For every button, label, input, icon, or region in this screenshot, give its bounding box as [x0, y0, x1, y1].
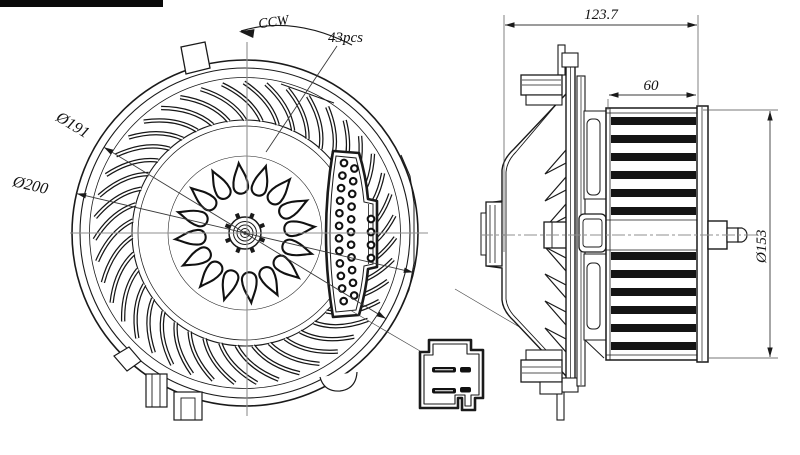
top-mount-tab [180, 41, 211, 75]
dim-motor-diameter-label: Ø153 [754, 230, 770, 264]
side-view: 123.7 60 Ø153 [480, 7, 778, 421]
rotation-label: CCW [257, 13, 290, 32]
dim-200-label: Ø200 [10, 173, 49, 198]
front-dimension-lines [76, 24, 534, 352]
housing-lobe [319, 371, 358, 392]
bottom-bracket [520, 349, 563, 395]
front-view: CCW 43pcs Ø191 Ø200 [10, 13, 534, 421]
blade-profiles [544, 148, 567, 354]
connector-view [418, 338, 485, 412]
connector-outline [418, 338, 485, 412]
motor-end-plate [696, 105, 709, 363]
top-bracket [520, 74, 563, 106]
backplate [556, 44, 579, 421]
redacted-label-bar [0, 0, 163, 7]
side-tab [113, 346, 142, 372]
regulator-block [324, 149, 379, 319]
motor-mount [576, 75, 607, 387]
ccw-rotation-arc [240, 24, 353, 46]
connector-terminals [432, 367, 471, 394]
housing-tabs-and-feet [113, 41, 415, 421]
dim-overall-width-label: 123.7 [584, 7, 619, 23]
front-centerlines [70, 42, 428, 416]
side-dimension-lines [503, 15, 778, 359]
cooling-fins [611, 117, 696, 350]
dim-191-label: Ø191 [52, 108, 92, 141]
mount-foot-a [145, 373, 168, 408]
dimension-arrows [76, 22, 773, 357]
motor-cylinder [605, 107, 699, 361]
teardrop-holes [172, 160, 318, 306]
mount-foot-b [173, 391, 203, 421]
blade-count-label: 43pcs [328, 30, 363, 46]
dim-motor-length-label: 60 [644, 78, 660, 94]
hub-cap-side [485, 201, 503, 267]
